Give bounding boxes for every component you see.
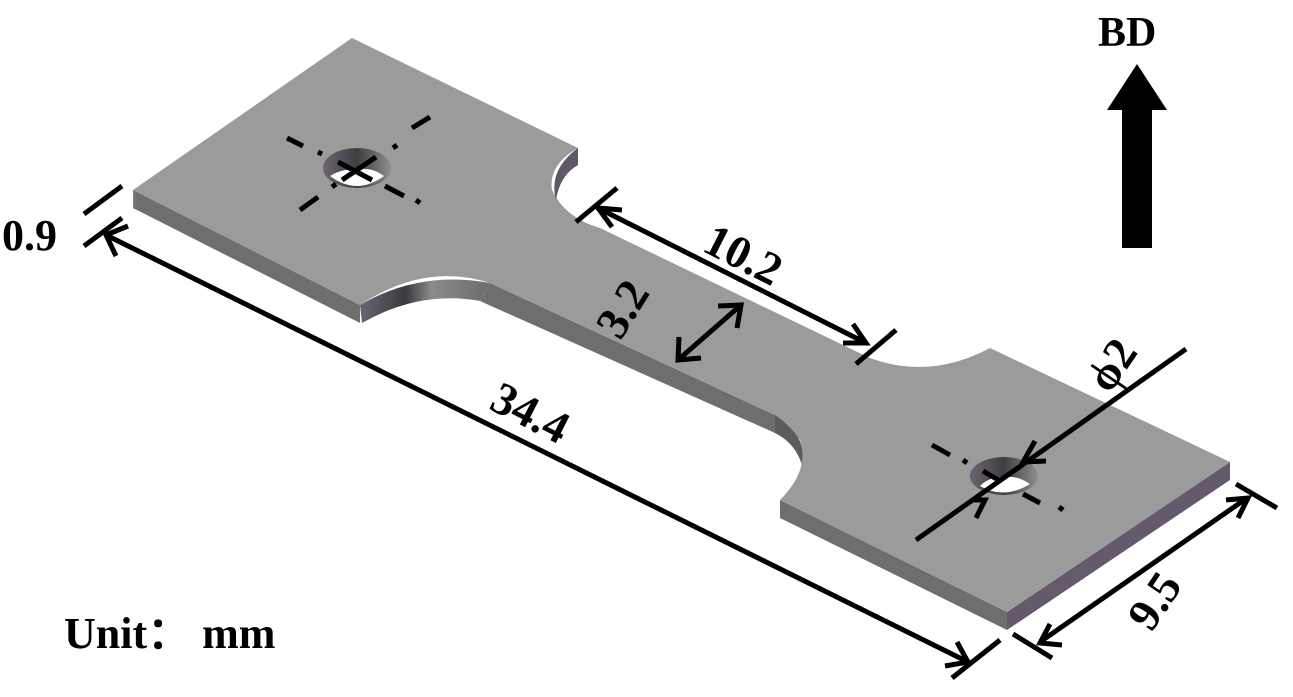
total-length-line xyxy=(106,233,970,665)
thickness-tick-top xyxy=(82,183,124,217)
grip-width-arrow-top xyxy=(1225,495,1253,520)
left-grip-end-face xyxy=(133,190,135,209)
left-hole-centerlines xyxy=(285,114,432,213)
specimen-top-face xyxy=(133,38,1230,612)
gauge-length-tick-right xyxy=(854,328,898,366)
unit-label: Unit： mm xyxy=(64,609,276,658)
gauge-front-face xyxy=(480,283,775,433)
gauge-width-line xyxy=(676,303,743,362)
specimen-body xyxy=(133,38,1230,630)
gauge-length-arrow-left xyxy=(592,205,623,229)
thickness-tick-bottom xyxy=(82,215,124,249)
hole-diameter-line xyxy=(914,346,1188,543)
right-grip-front-face xyxy=(780,500,1007,630)
gauge-width-arrow-bottom xyxy=(675,336,702,363)
gauge-length-tick-left xyxy=(574,186,619,224)
grip-width-tick-bottom xyxy=(1011,631,1054,661)
upper-fillet-face xyxy=(554,148,578,200)
hole-diameter-arrow-bottom xyxy=(972,497,990,520)
grip-width-arrow-bottom xyxy=(1036,622,1063,648)
total-length-arrow-left xyxy=(102,223,129,258)
grip-width-line xyxy=(1038,495,1249,645)
total-length-arrow-right xyxy=(944,640,972,669)
dimension-lines xyxy=(82,183,1279,680)
gauge-length-line xyxy=(596,205,868,346)
grip-width-tick-top xyxy=(1234,481,1279,511)
lower-left-fillet-face xyxy=(360,279,490,323)
lower-right-fillet-face xyxy=(775,415,805,488)
right-grip-end-face xyxy=(1007,462,1230,630)
hole-diameter-arrow-top xyxy=(1018,439,1047,465)
gauge-width-arrow-top xyxy=(717,302,744,329)
gauge-length-arrow-right xyxy=(843,322,871,346)
thickness-label: 0.9 xyxy=(2,211,57,260)
left-grip-front-face xyxy=(133,190,360,323)
build-direction-label: BD xyxy=(1098,10,1157,56)
build-direction-arrow-icon xyxy=(1107,64,1167,248)
total-length-tick-right xyxy=(950,638,1002,680)
right-hole-centerlines xyxy=(930,442,1065,512)
